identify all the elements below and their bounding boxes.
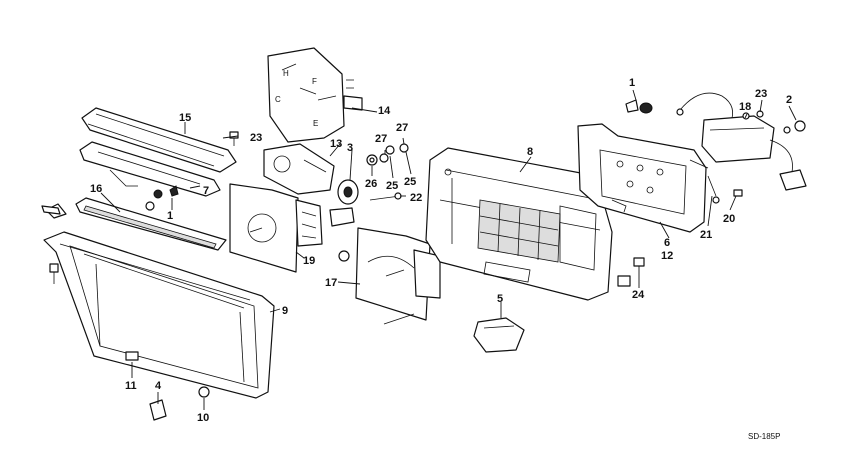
callout-4: 4 xyxy=(155,380,162,392)
callout-20: 20 xyxy=(723,213,735,225)
part-5-module xyxy=(473,317,525,353)
part-6-circuit-board xyxy=(577,123,707,233)
callout-3: 3 xyxy=(347,142,353,154)
callout-27-right: 27 xyxy=(396,122,408,134)
part-7-circuit-strip xyxy=(79,141,221,199)
part-19-tachometer xyxy=(229,183,323,273)
callout-23-left: 23 xyxy=(250,132,262,144)
callout-5: 5 xyxy=(497,293,503,305)
callout-13: 13 xyxy=(330,138,342,150)
part-14-gauge-assembly: H C F E xyxy=(267,47,363,143)
part-17-speedometer xyxy=(338,227,441,325)
callout-14: 14 xyxy=(378,105,391,117)
callout-16: 16 xyxy=(90,183,102,195)
part-21-harness xyxy=(676,92,775,204)
temp-gauge-h-label: H xyxy=(283,69,289,78)
part-1-bulb xyxy=(625,99,653,114)
leader-lines xyxy=(100,89,797,410)
part-23-screw-a xyxy=(229,131,239,146)
part-3-knob xyxy=(329,179,402,227)
callouts: 15 7 16 1 9 11 4 10 23 19 13 3 14 22 17 … xyxy=(90,77,792,441)
callout-26: 26 xyxy=(365,178,377,190)
part-15-visor xyxy=(81,107,237,173)
callout-19: 19 xyxy=(303,255,315,267)
fuel-gauge-f-label: F xyxy=(312,77,317,86)
callout-12: 12 xyxy=(661,250,673,262)
callout-15: 15 xyxy=(179,112,191,124)
part-13-gauge-unit xyxy=(263,143,335,195)
callout-8: 8 xyxy=(527,146,533,158)
callout-22: 22 xyxy=(410,192,422,204)
callout-25-left: 25 xyxy=(386,180,398,192)
callout-27-left: 27 xyxy=(375,133,387,145)
washers xyxy=(366,143,409,166)
callout-23-right: 23 xyxy=(755,88,767,100)
temp-gauge-c-label: C xyxy=(275,95,281,104)
callout-21: 21 xyxy=(700,229,712,241)
part-8-meter-housing xyxy=(425,147,613,301)
callout-24: 24 xyxy=(632,289,645,301)
callout-9: 9 xyxy=(282,305,288,317)
callout-17: 17 xyxy=(325,277,337,289)
callout-6: 6 xyxy=(664,237,670,249)
callout-25-right: 25 xyxy=(404,176,416,188)
lens-strip xyxy=(75,197,227,251)
part-visor-tab xyxy=(41,205,61,215)
part-9-meter-case xyxy=(43,231,275,399)
part-18-clip xyxy=(742,110,764,120)
callout-1-top: 1 xyxy=(629,77,635,89)
callout-7: 7 xyxy=(203,185,209,197)
part-2-connector xyxy=(769,120,807,191)
fuel-gauge-e-label: E xyxy=(313,119,318,128)
callout-18: 18 xyxy=(739,101,751,113)
callout-2: 2 xyxy=(786,94,792,106)
part-screws-right xyxy=(617,189,743,287)
diagram-code: SD-185P xyxy=(748,432,780,441)
callout-1-left: 1 xyxy=(167,210,173,222)
callout-10: 10 xyxy=(197,412,209,424)
callout-11: 11 xyxy=(125,380,137,392)
part-screws-left xyxy=(49,263,210,421)
